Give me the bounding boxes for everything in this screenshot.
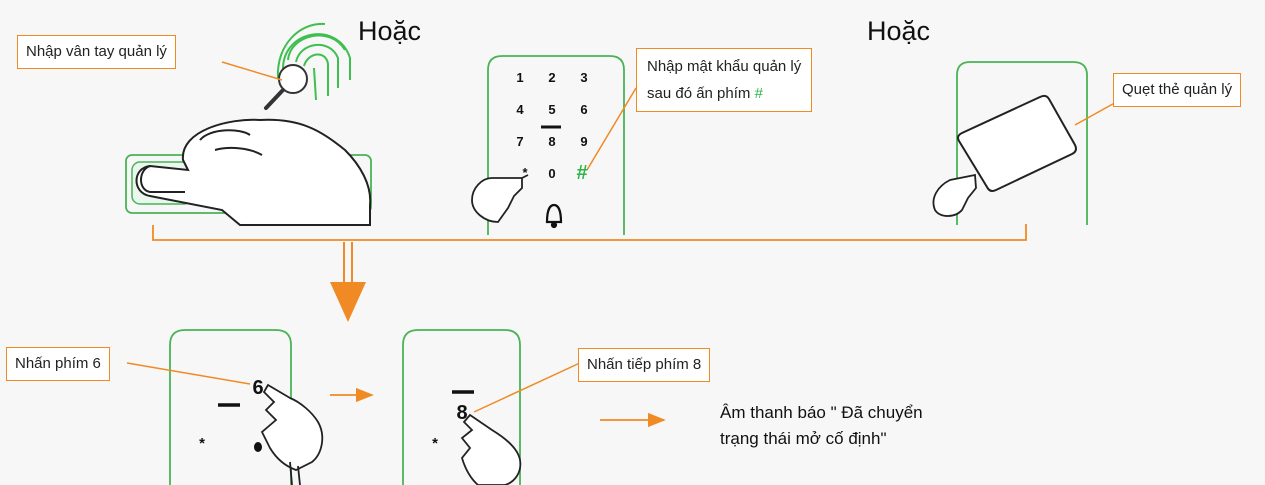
- key-5: 5: [548, 102, 556, 117]
- or-heading-left: Hoặc: [358, 16, 422, 46]
- callout-fingerprint: Nhập vân tay quản lý: [17, 35, 176, 69]
- callout-press6: Nhấn phím 6: [6, 347, 110, 381]
- fingerprint-icon: [276, 22, 351, 101]
- key-6: 6: [580, 102, 588, 117]
- hand-on-reader-icon: [135, 118, 372, 226]
- key-7: 7: [516, 134, 524, 149]
- pointing-hand-step6-icon: [260, 383, 324, 485]
- pointing-hand-keypad-icon: [471, 174, 529, 223]
- callout-password-line1: Nhập mật khẩu quản lý: [647, 58, 802, 75]
- key-9: 9: [580, 134, 588, 149]
- callout-password-line2-text: sau đó ấn phím: [647, 85, 755, 102]
- zoom-star-step6: *: [199, 435, 205, 452]
- bell-icon: [545, 203, 563, 229]
- key-8: 8: [548, 134, 556, 149]
- zoom-star-step8: *: [432, 435, 438, 452]
- press8-pointer: [473, 361, 583, 413]
- zoom-key-6: 6: [252, 377, 264, 399]
- down-arrow-icon: [330, 242, 366, 322]
- callout-fingerprint-text: Nhập vân tay quản lý: [26, 43, 167, 60]
- card-icon: [957, 94, 1077, 192]
- card-lock-outline: [956, 61, 1088, 225]
- callout-card: Quẹt thẻ quản lý: [1113, 73, 1242, 107]
- lock-outline-step8: [402, 329, 521, 485]
- callout-press8-text: Nhấn tiếp phím 8: [587, 356, 702, 373]
- callout-password-line2: sau đó ấn phím #: [647, 80, 801, 107]
- password-pointer: [586, 87, 637, 171]
- result-line1: Âm thanh báo " Đã chuyển: [720, 403, 923, 422]
- key-0: 0: [548, 166, 556, 181]
- result-line2: trạng thái mở cố định": [720, 429, 887, 448]
- callout-press8: Nhấn tiếp phím 8: [578, 348, 711, 382]
- callout-card-text: Quẹt thẻ quản lý: [1122, 81, 1233, 98]
- lock-outline-step6: [169, 329, 292, 485]
- key-hash: #: [576, 162, 588, 184]
- key-1: 1: [516, 70, 524, 85]
- pointing-hand-step8-icon: [460, 413, 522, 485]
- key-4: 4: [516, 102, 524, 117]
- key-3: 3: [580, 70, 588, 85]
- card-pointer: [1074, 99, 1121, 126]
- callout-press6-text: Nhấn phím 6: [15, 355, 101, 372]
- magnifier-icon: [264, 64, 308, 110]
- press6-pointer: [126, 362, 251, 385]
- merge-bracket: [152, 224, 1027, 241]
- key-star: *: [522, 165, 528, 180]
- result-text: Âm thanh báo " Đã chuyển trạng thái mở c…: [720, 400, 923, 452]
- key-2: 2: [548, 70, 556, 85]
- callout-password: Nhập mật khẩu quản lý sau đó ấn phím #: [636, 48, 813, 112]
- zoom-key-8: 8: [456, 402, 468, 424]
- or-heading-right: Hoặc: [867, 16, 931, 46]
- fingerprint-pointer: [221, 61, 283, 81]
- pointing-hand-card-icon: [932, 173, 977, 217]
- dot-step6: [254, 442, 262, 452]
- keypad-lock-outline: [487, 55, 625, 235]
- callout-password-hash: #: [754, 85, 763, 102]
